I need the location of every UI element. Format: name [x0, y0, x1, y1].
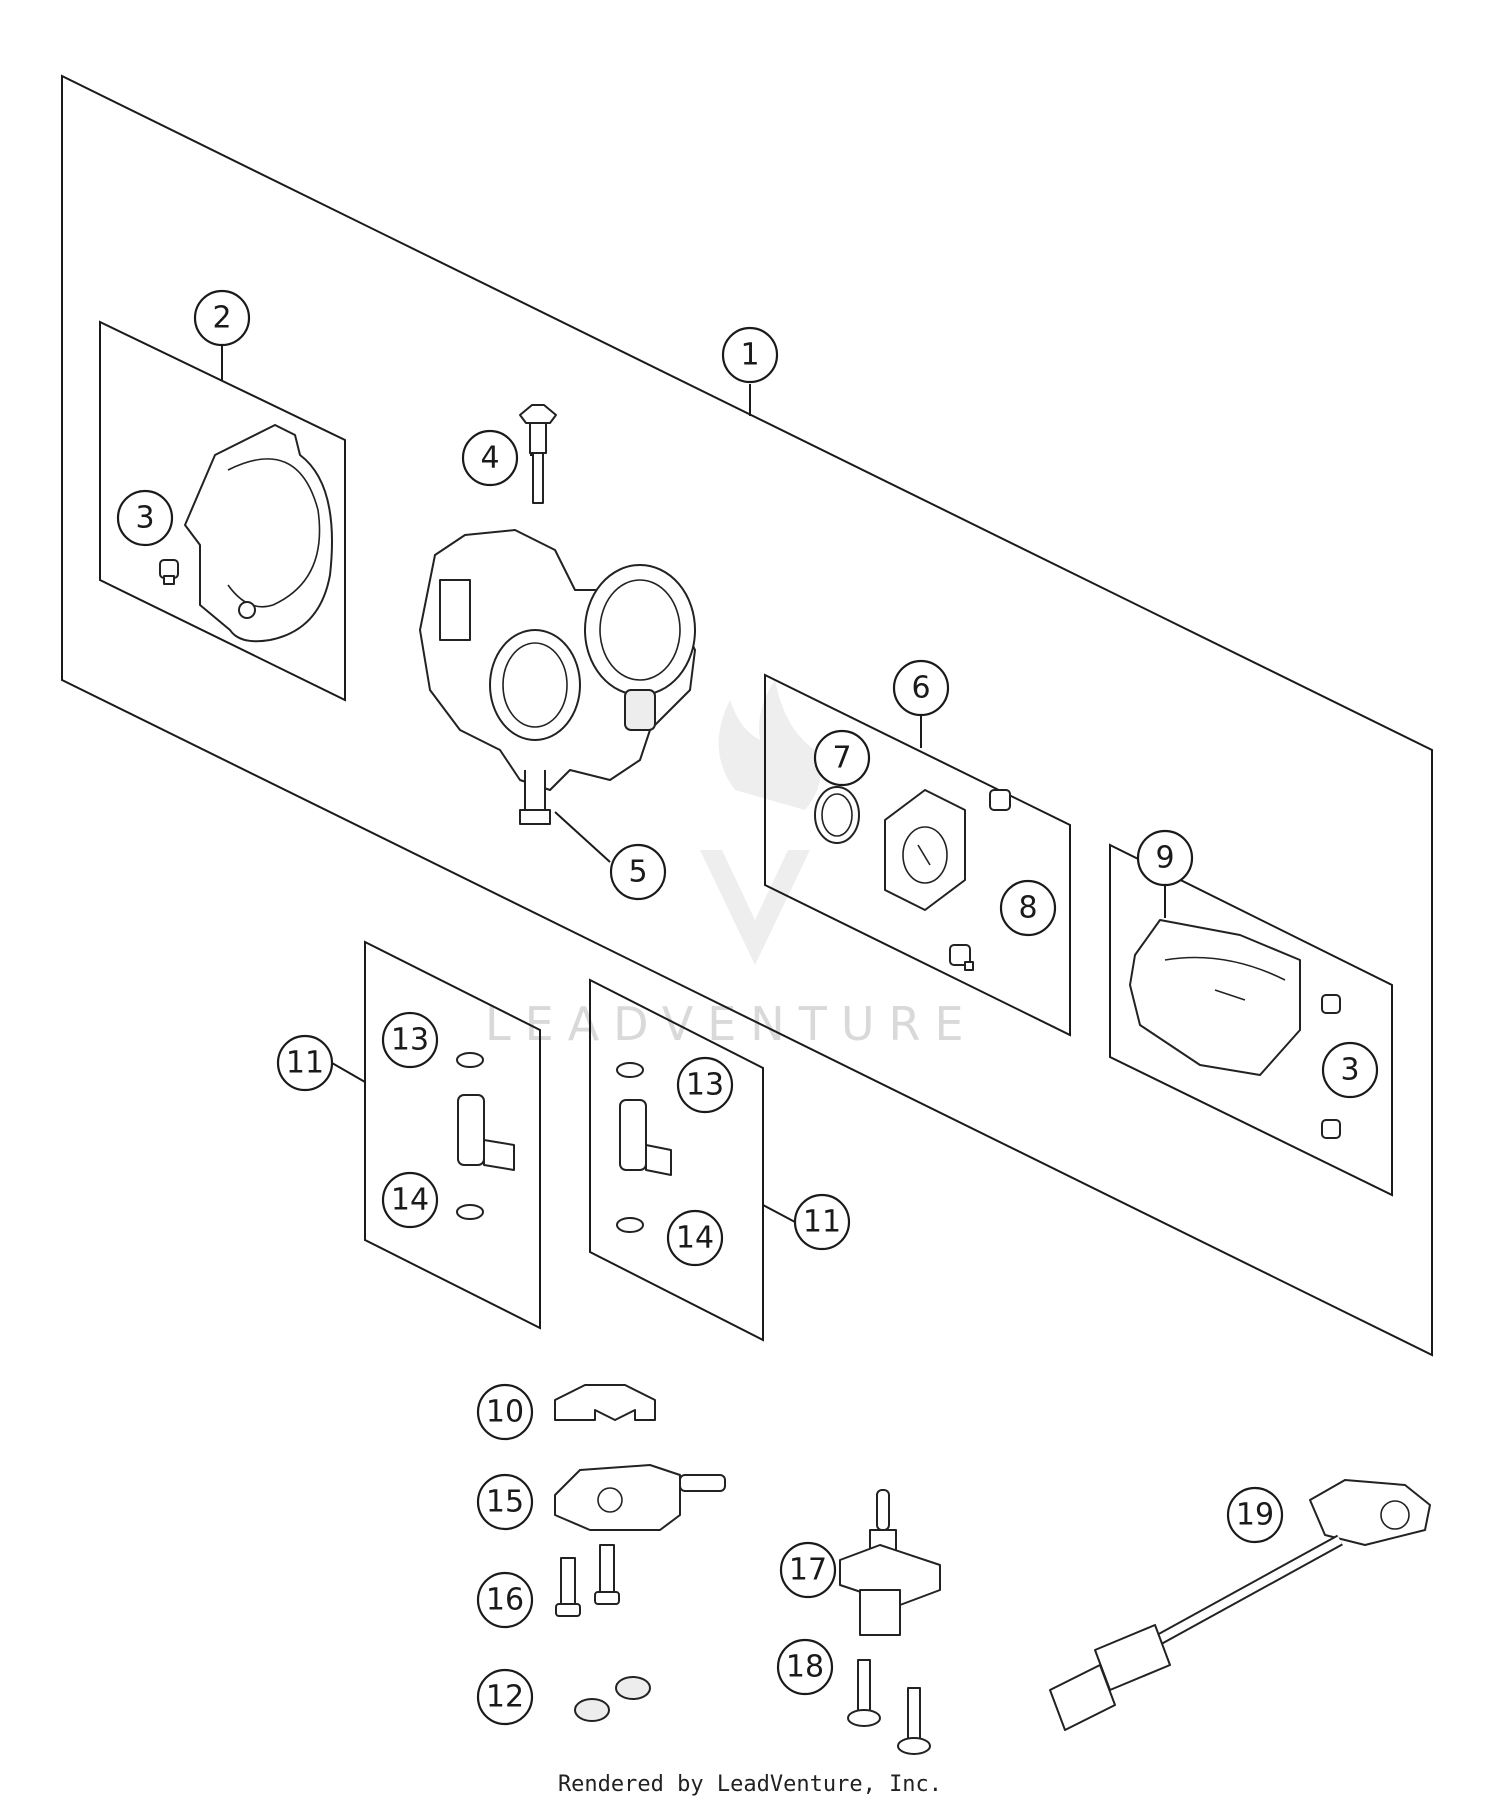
callout-2: 2 [193, 289, 251, 347]
injector-right [616, 1062, 672, 1233]
svg-text:8: 8 [1018, 891, 1037, 926]
part-3-screw-left [159, 559, 179, 585]
callout-14-left: 14 [381, 1171, 439, 1229]
part-5-throttle-body [419, 529, 696, 825]
part-8-sensor [884, 789, 1011, 971]
assembly-panel-1 [61, 74, 1433, 1357]
part-15-fuel-rail [554, 1464, 726, 1531]
watermark-logo-icon [700, 680, 821, 965]
part-19-sensor-cable [1049, 1479, 1431, 1731]
svg-text:18: 18 [786, 1650, 824, 1685]
callout-19: 19 [1226, 1486, 1284, 1544]
part-9-cover [1129, 919, 1301, 1076]
svg-text:9: 9 [1155, 841, 1174, 876]
callout-11-right: 11 [793, 1193, 851, 1251]
subpanel-11-right [589, 978, 764, 1342]
part-7-o-ring [814, 786, 860, 844]
part-17-sensor [839, 1489, 941, 1636]
footer-credit: Rendered by LeadVenture, Inc. [557, 1772, 943, 1797]
callout-13-left: 13 [381, 1011, 439, 1069]
callout-13-right: 13 [676, 1056, 734, 1114]
svg-text:3: 3 [1340, 1053, 1359, 1088]
svg-text:15: 15 [486, 1485, 524, 1520]
callout-3-right: 3 [1321, 1041, 1379, 1099]
callout-4: 4 [461, 429, 519, 487]
svg-text:14: 14 [676, 1221, 714, 1256]
svg-text:3: 3 [135, 501, 154, 536]
callout-12: 12 [476, 1668, 534, 1726]
svg-text:1: 1 [740, 338, 759, 373]
svg-text:2: 2 [212, 301, 231, 336]
part-2-gasket [184, 424, 333, 643]
callout-11-left: 11 [276, 1034, 334, 1092]
callout-8: 8 [999, 879, 1057, 937]
part-12-nuts [574, 1676, 651, 1722]
callout-14-right: 14 [666, 1209, 724, 1267]
part-18-screws [847, 1659, 931, 1755]
svg-text:7: 7 [832, 741, 851, 776]
callout-5: 5 [609, 843, 667, 901]
svg-text:10: 10 [486, 1395, 524, 1430]
part-16-bolts [555, 1544, 620, 1617]
leader-lines [221, 342, 1166, 1223]
svg-text:19: 19 [1236, 1498, 1274, 1533]
part-3-screws-right [1321, 994, 1341, 1139]
svg-text:11: 11 [803, 1205, 841, 1240]
callout-6: 6 [892, 659, 950, 717]
svg-text:13: 13 [391, 1023, 429, 1058]
callout-18: 18 [776, 1638, 834, 1696]
subpanel-11-left [364, 940, 541, 1330]
callout-1: 1 [721, 326, 779, 384]
callout-15: 15 [476, 1473, 534, 1531]
subpanel-2 [99, 320, 346, 702]
callout-9: 9 [1136, 829, 1194, 887]
callout-7: 7 [813, 729, 871, 787]
part-4-adjust-screw [519, 404, 557, 504]
callout-16: 16 [476, 1571, 534, 1629]
part-10-clip [554, 1384, 656, 1421]
svg-text:13: 13 [686, 1068, 724, 1103]
svg-text:6: 6 [911, 671, 930, 706]
svg-text:16: 16 [486, 1583, 524, 1618]
callout-17: 17 [779, 1541, 837, 1599]
callout-3-left: 3 [116, 489, 174, 547]
injector-left [456, 1052, 515, 1220]
subpanel-9 [1109, 843, 1393, 1197]
watermark-text: LEADVENTURE [485, 997, 978, 1051]
svg-text:17: 17 [789, 1553, 827, 1588]
svg-text:11: 11 [286, 1046, 324, 1081]
svg-text:4: 4 [480, 441, 499, 476]
leadventure-watermark: LEADVENTURE [485, 680, 978, 1051]
callout-10: 10 [476, 1383, 534, 1441]
svg-text:14: 14 [391, 1183, 429, 1218]
svg-text:5: 5 [628, 855, 647, 890]
svg-text:12: 12 [486, 1680, 524, 1715]
subpanel-6 [764, 673, 1071, 1037]
